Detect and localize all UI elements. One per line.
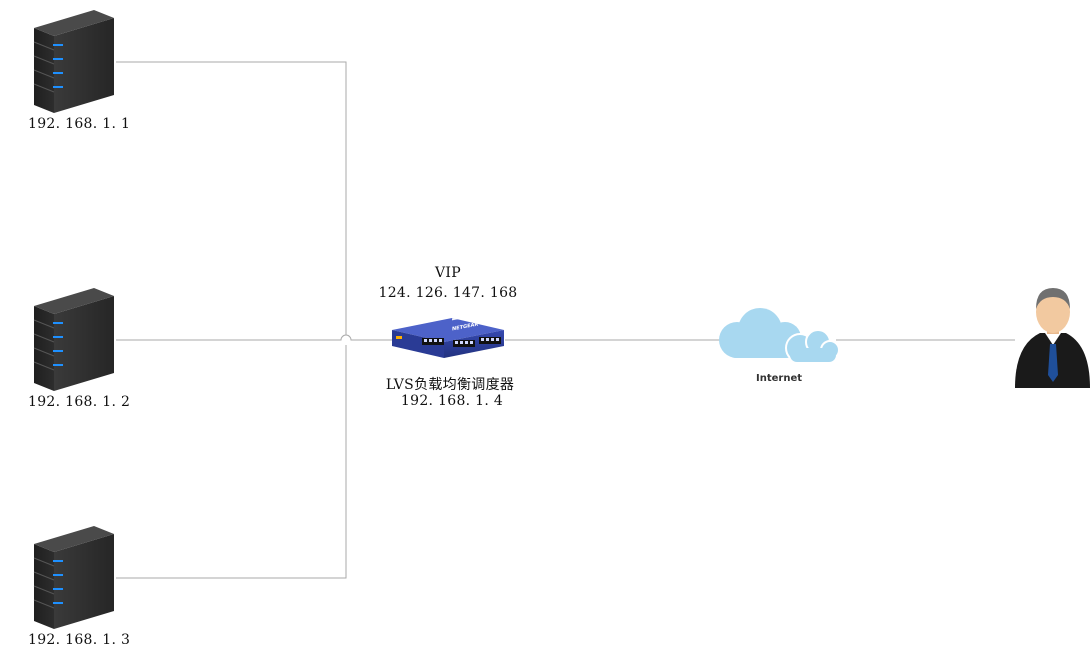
server-2-icon <box>33 288 114 391</box>
server-3-icon <box>33 526 114 629</box>
load-balancer-address: 192. 168. 1. 4 <box>400 393 504 409</box>
load-balancer-name: LVS负载均衡调度器 <box>385 377 515 393</box>
user-avatar-icon <box>1015 288 1090 388</box>
connection-lines <box>116 61 1015 579</box>
server-1-label: 192. 168. 1. 1 <box>28 116 131 132</box>
server-2-label: 192. 168. 1. 2 <box>28 394 131 410</box>
link-server-1 <box>116 61 347 335</box>
switch-icon <box>392 312 504 358</box>
server-3-label: 192. 168. 1. 3 <box>28 632 131 648</box>
link-server-3 <box>116 345 347 579</box>
cloud-icon <box>719 308 840 363</box>
server-1-icon <box>33 10 114 113</box>
vip-title: VIP <box>435 265 461 281</box>
internet-label: Internet <box>755 373 803 384</box>
link-server-2 <box>116 334 392 341</box>
vip-address: 124. 126. 147. 168 <box>378 285 518 301</box>
